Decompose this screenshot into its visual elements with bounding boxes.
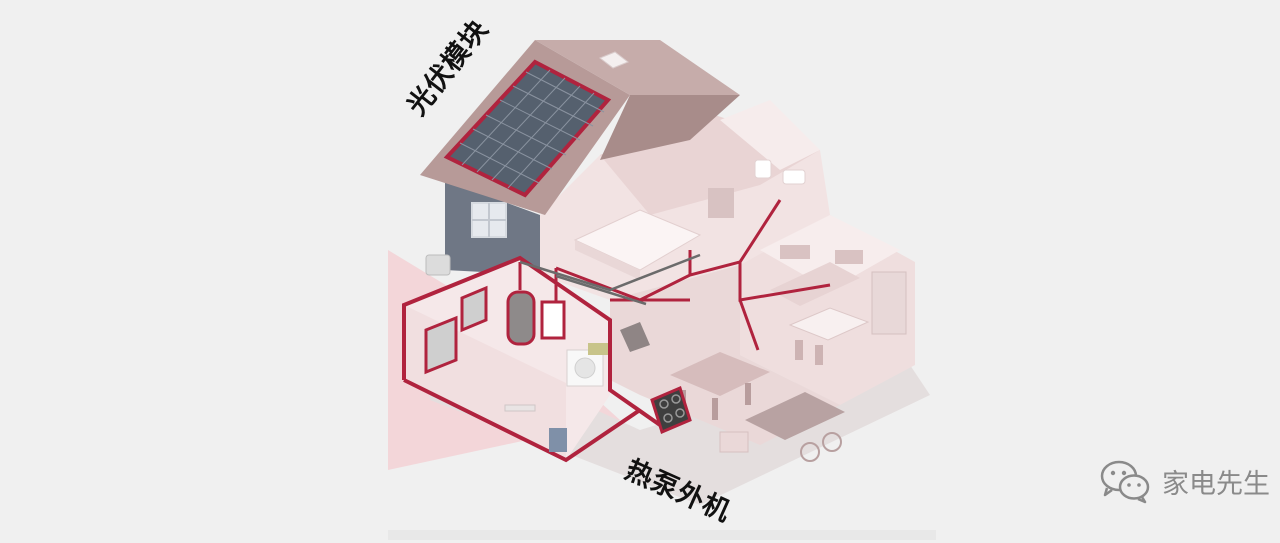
kitchen-island bbox=[788, 307, 870, 341]
kitchen-back-wall bbox=[760, 215, 900, 290]
lounge-chair bbox=[620, 322, 650, 352]
supply-lines bbox=[519, 253, 701, 306]
bottom-band bbox=[388, 530, 936, 540]
upper-cabinet bbox=[780, 245, 810, 259]
roof-back-slope bbox=[600, 95, 740, 160]
washer-door bbox=[574, 357, 596, 379]
bathroom-wall bbox=[720, 100, 820, 170]
dresser bbox=[708, 188, 734, 218]
watermark: 家电先生 bbox=[1098, 458, 1270, 504]
solar-panel-grid bbox=[459, 69, 605, 189]
kitchen-counter bbox=[770, 262, 860, 306]
fan-grille bbox=[663, 413, 673, 423]
storage-box bbox=[719, 431, 749, 453]
utility-outline-top bbox=[402, 255, 662, 427]
fan-grille bbox=[659, 399, 669, 409]
fan-grille bbox=[671, 394, 681, 404]
watermark-text: 家电先生 bbox=[1162, 468, 1270, 500]
small-table bbox=[504, 404, 536, 412]
wechat-icon bbox=[1100, 460, 1150, 504]
bin bbox=[549, 428, 567, 452]
bicycle-wheel bbox=[822, 432, 842, 452]
chair bbox=[745, 383, 751, 405]
stool bbox=[815, 345, 823, 365]
laundry-basket bbox=[588, 343, 608, 355]
roof-skylight bbox=[598, 51, 630, 69]
roof-ridge bbox=[535, 40, 740, 95]
bath-sink bbox=[782, 169, 806, 185]
floor-mat bbox=[745, 392, 845, 440]
stool bbox=[795, 340, 803, 360]
battery-panel bbox=[424, 315, 458, 375]
utility-outline-bottom bbox=[403, 378, 642, 463]
water-tank bbox=[506, 290, 536, 346]
bicycle-wheel bbox=[800, 442, 820, 462]
inverter-panel bbox=[460, 285, 488, 333]
bed-side bbox=[575, 240, 640, 280]
fridge bbox=[871, 271, 907, 335]
fan-grille bbox=[675, 408, 685, 418]
toilet bbox=[754, 159, 772, 179]
chair bbox=[712, 398, 718, 420]
upper-cabinet bbox=[835, 250, 863, 264]
indoor-unit bbox=[540, 300, 566, 340]
wall-unit bbox=[425, 254, 451, 276]
dining-table bbox=[670, 352, 770, 396]
